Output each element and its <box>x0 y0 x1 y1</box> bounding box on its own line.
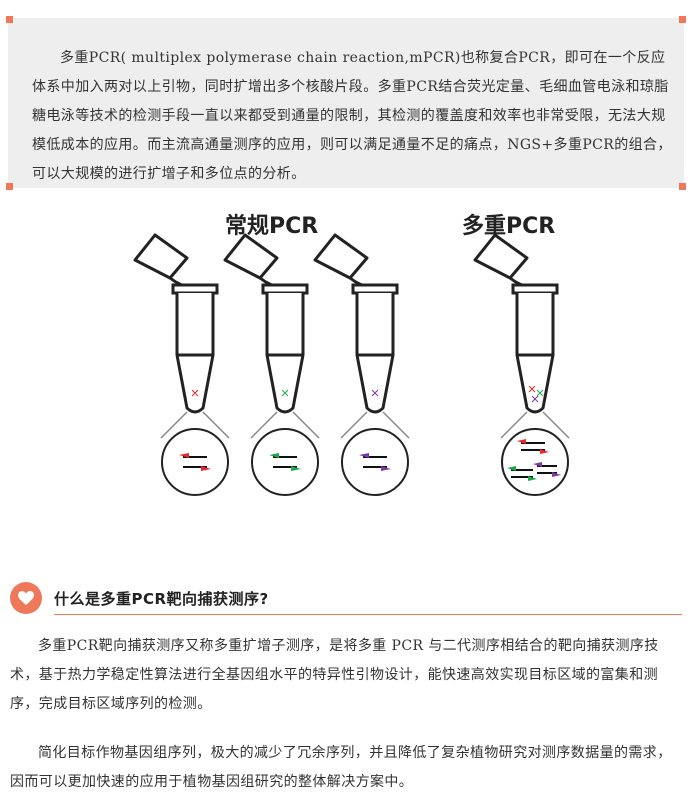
paragraph: 简化目标作物基因组序列，极大的减少了冗余序列，并且降低了复杂植物研究对测序数据量… <box>10 745 672 790</box>
section-title: 什么是多重PCR靶向捕获测序? <box>54 590 269 608</box>
intro-box: 多重PCR( multiplex polymerase chain reacti… <box>6 16 686 190</box>
corner-marker <box>6 16 13 23</box>
pcr-tube <box>313 233 411 496</box>
label-multiplex-pcr: 多重PCR <box>462 213 555 239</box>
corner-marker <box>6 183 13 190</box>
paragraph: 多重PCR靶向捕获测序又称多重扩增子测序，是将多重 PCR 与二代测序相结合的靶… <box>10 638 659 712</box>
pcr-illustration: 常规PCR 多重PCR <box>133 213 571 496</box>
corner-marker <box>679 183 686 190</box>
pcr-tube <box>223 233 321 496</box>
heart-icon <box>10 582 42 614</box>
section-divider <box>54 614 682 615</box>
multiplex-pcr-tube <box>473 233 571 496</box>
corner-marker <box>679 16 686 23</box>
intro-text: 多重PCR( multiplex polymerase chain reacti… <box>32 50 672 182</box>
pcr-tube <box>133 233 231 496</box>
label-conventional-pcr: 常规PCR <box>225 213 318 239</box>
section-header: 什么是多重PCR靶向捕获测序? <box>10 582 682 616</box>
